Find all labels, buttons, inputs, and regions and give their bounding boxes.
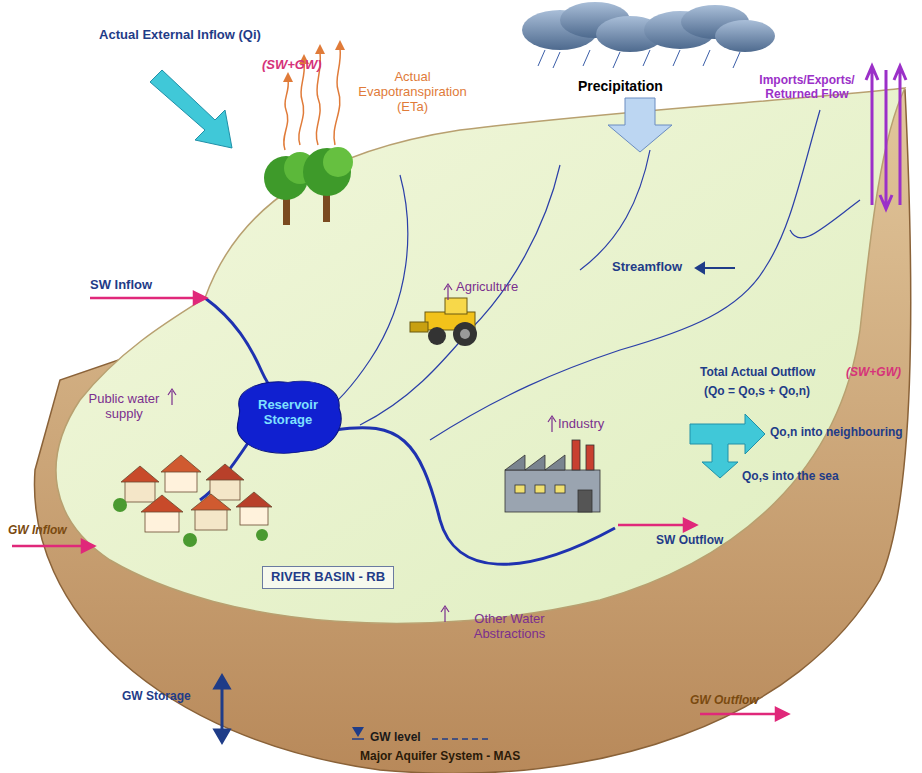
flow-label: Qo,n into neighbouring: [770, 426, 903, 440]
storage-label: GW Storage: [122, 690, 191, 704]
flow-label: Actual Evapotranspiration (ETa): [350, 70, 475, 115]
flow-label: Precipitation: [578, 78, 663, 94]
reservoir-text: Reservoir Storage: [248, 398, 328, 428]
flow-label: Streamflow: [612, 260, 682, 275]
formula-label: (Qo = Qo,s + Qo,n): [704, 385, 810, 399]
flow-note: (SW+GW): [262, 58, 322, 73]
use-label: Public water supply: [80, 392, 168, 422]
flow-label: Imports/Exports/ Returned Flow: [752, 74, 862, 102]
reservoir-node: Reservoir Storage: [238, 382, 338, 450]
reservoir-outline: [237, 381, 341, 453]
basin-title: RIVER BASIN - RB: [271, 570, 385, 585]
use-label: Agriculture: [456, 280, 518, 295]
use-label: Industry: [558, 417, 604, 432]
flow-label: Total Actual Outflow: [700, 366, 815, 380]
level-label: GW level: [370, 731, 421, 745]
flow-label: SW Inflow: [90, 278, 152, 293]
flow-label: Actual External Inflow (Qi): [95, 28, 265, 43]
flow-note: (SW+GW): [846, 366, 901, 380]
flow-label: GW Inflow: [8, 524, 67, 538]
aquifer-label: Major Aquifer System - MAS: [360, 750, 520, 764]
flow-label: Qo,s into the sea: [742, 470, 839, 484]
flow-label: GW Outflow: [690, 694, 759, 708]
use-label: Other Water Abstractions: [452, 612, 567, 642]
basin-title-box: RIVER BASIN - RB: [262, 566, 394, 589]
flow-label: SW Outflow: [656, 534, 723, 548]
